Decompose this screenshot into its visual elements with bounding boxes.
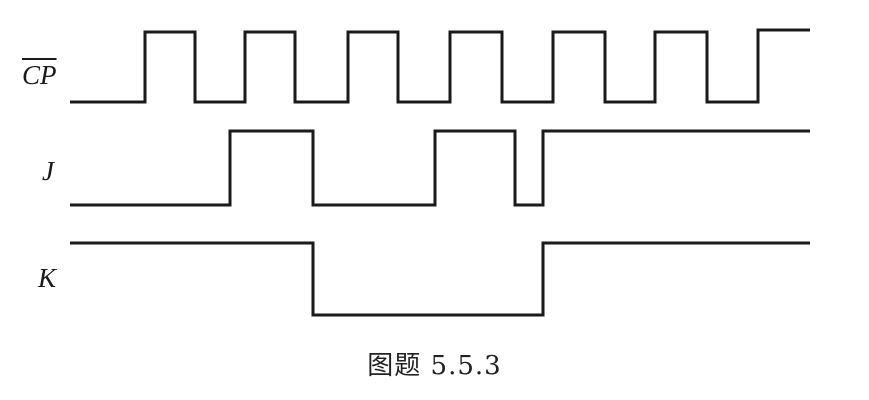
k-waveform <box>70 241 810 317</box>
signal-label-cp: CP <box>22 60 57 90</box>
figure-caption: 图题 5.5.3 <box>367 351 502 381</box>
signal-label-k: K <box>38 263 57 293</box>
signal-label-j: J <box>42 156 54 186</box>
j-waveform <box>70 129 810 207</box>
cp-waveform <box>70 28 810 104</box>
